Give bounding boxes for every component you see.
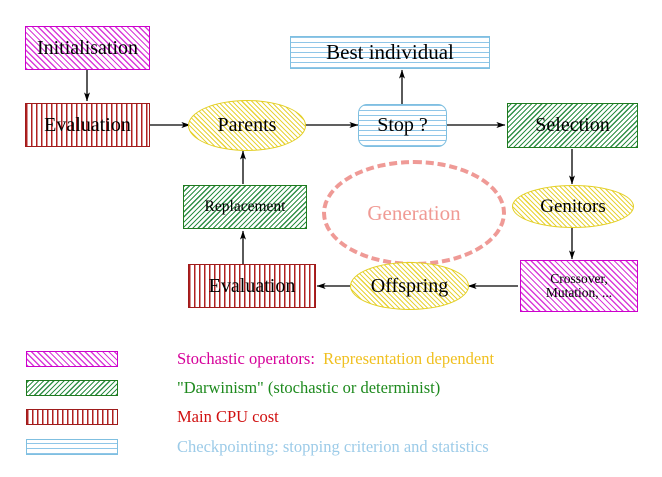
node-parents[interactable]: Parents xyxy=(188,100,306,151)
legend-swatch-magenta xyxy=(26,351,118,367)
node-best-individual-label: Best individual xyxy=(326,40,454,65)
node-offspring[interactable]: Offspring xyxy=(350,262,469,310)
legend-row-checkpointing: Checkpointing: stopping criterion and st… xyxy=(26,432,489,462)
node-selection-label: Selection xyxy=(535,114,610,136)
node-genitors[interactable]: Genitors xyxy=(512,185,634,228)
node-generation-label: Generation xyxy=(367,200,461,225)
legend-row-cpu: Main CPU cost xyxy=(26,402,279,432)
node-genitors-label: Genitors xyxy=(540,195,606,217)
legend-label-representation: Representation dependent xyxy=(323,349,495,368)
node-stop-label: Stop ? xyxy=(377,114,428,136)
node-stop[interactable]: Stop ? xyxy=(358,104,447,147)
node-evaluation-top[interactable]: Evaluation xyxy=(25,103,150,147)
node-crossover-mutation[interactable]: Crossover, Mutation, ... xyxy=(520,260,638,312)
node-selection[interactable]: Selection xyxy=(507,103,638,148)
legend-label-darwinism: "Darwinism" (stochastic or determinist) xyxy=(177,378,441,397)
legend-swatch-red xyxy=(26,409,118,425)
node-offspring-label: Offspring xyxy=(370,274,449,297)
node-crossover-mutation-label: Crossover, Mutation, ... xyxy=(545,270,613,300)
legend-label-cpu-cost: Main CPU cost xyxy=(177,407,279,426)
legend-label-checkpointing: Checkpointing: stopping criterion and st… xyxy=(177,437,489,456)
node-best-individual[interactable]: Best individual xyxy=(290,36,490,69)
legend-row-darwinism: "Darwinism" (stochastic or determinist) xyxy=(26,373,440,403)
node-replacement[interactable]: Replacement xyxy=(183,185,307,229)
legend-label-stochastic: Stochastic operators: xyxy=(177,349,315,368)
node-generation-cycle: Generation xyxy=(322,160,506,266)
legend-swatch-blue xyxy=(26,439,118,455)
legend-swatch-green xyxy=(26,380,118,396)
node-initialisation[interactable]: Initialisation xyxy=(25,26,150,70)
node-evaluation-bottom-label: Evaluation xyxy=(208,274,296,297)
node-replacement-label: Replacement xyxy=(204,197,286,215)
legend: Stochastic operators: Representation dep… xyxy=(0,336,662,471)
node-initialisation-label: Initialisation xyxy=(36,36,139,59)
node-evaluation-top-label: Evaluation xyxy=(44,113,131,136)
node-evaluation-bottom[interactable]: Evaluation xyxy=(188,264,316,308)
legend-row-stochastic: Stochastic operators: Representation dep… xyxy=(26,344,494,374)
node-parents-label: Parents xyxy=(217,114,277,136)
